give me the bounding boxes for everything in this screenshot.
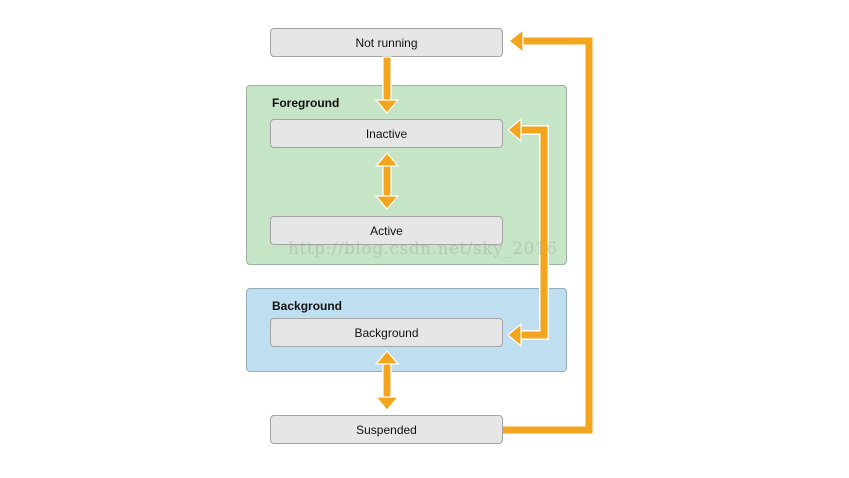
state-active-label: Active — [370, 223, 403, 238]
state-not-running-label: Not running — [355, 35, 418, 50]
state-inactive: Inactive — [270, 119, 503, 148]
foreground-group-title: Foreground — [272, 96, 340, 110]
state-suspended-label: Suspended — [356, 422, 417, 437]
state-suspended: Suspended — [270, 415, 503, 444]
state-inactive-label: Inactive — [365, 126, 408, 141]
state-background: Background — [270, 318, 503, 347]
watermark: http://blog.csdn.net/sky_2016 — [288, 239, 558, 259]
state-background-label: Background — [354, 325, 419, 340]
state-active: Active — [270, 216, 503, 245]
background-group-title: Background — [272, 299, 343, 313]
state-not-running: Not running — [270, 28, 503, 57]
